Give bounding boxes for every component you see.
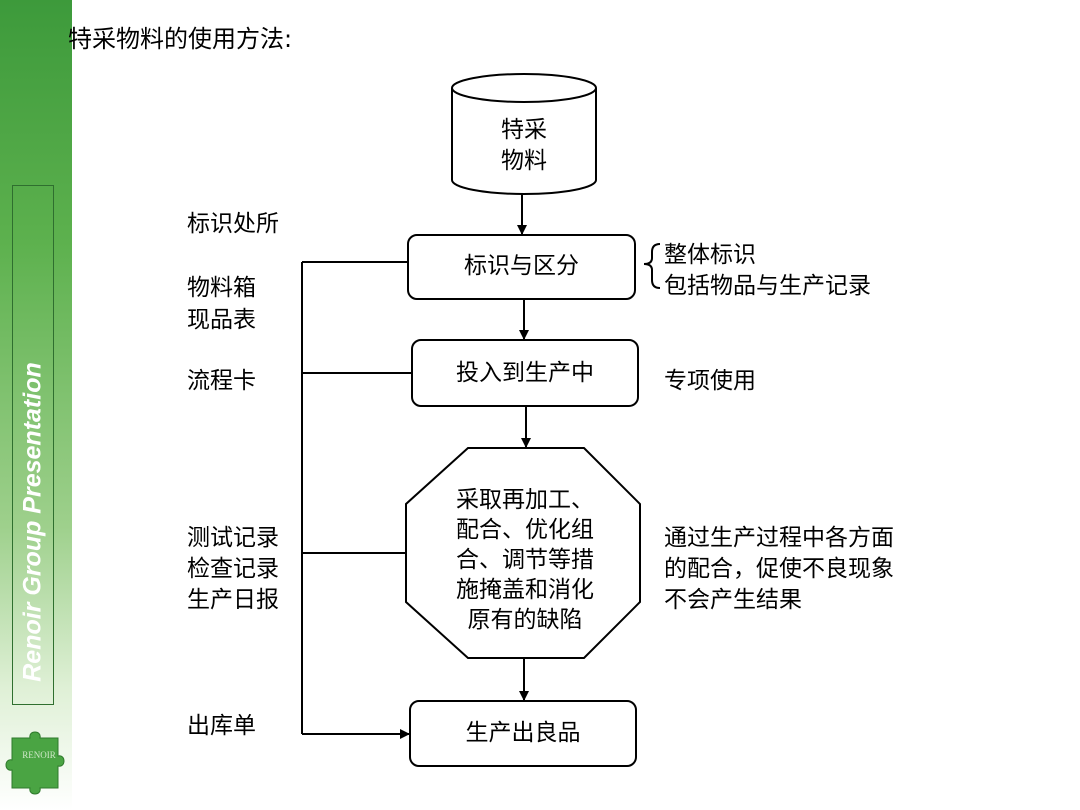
puzzle-logo-icon: RENOIR: [2, 728, 82, 800]
logo-text: RENOIR: [22, 750, 56, 760]
sidebar-frame: [12, 185, 54, 705]
start-node-label: 特采 物料: [501, 117, 547, 174]
brace-mark: [643, 243, 661, 289]
identify-box: [407, 234, 636, 300]
page-title: 特采物料的使用方法:: [68, 25, 293, 53]
start-cylinder: [451, 73, 597, 195]
input-node-label: 投入到生产中: [456, 360, 594, 386]
label-box-table: 物料箱 现品表: [187, 275, 256, 333]
label-location: 标识处所: [187, 211, 279, 237]
rework-node-label: 采取再加工、 配合、优化组 合、调节等措 施掩盖和消化 原有的缺陷: [456, 487, 594, 633]
output-node-label: 生产出良品: [465, 720, 581, 746]
label-flow-card: 流程卡: [187, 368, 256, 394]
output-box: [409, 700, 637, 767]
note-input: 专项使用: [664, 368, 756, 394]
note-rework: 通过生产过程中各方面 的配合，促使不良现象 不会产生结果: [664, 525, 894, 613]
rework-octagon: [405, 447, 641, 659]
identify-node-label: 标识与区分: [464, 253, 579, 279]
label-delivery: 出库单: [187, 713, 256, 739]
note-identify: 整体标识 包括物品与生产记录: [664, 242, 871, 299]
sidebar-band: Renoir Group Presentation: [0, 0, 72, 810]
label-records: 测试记录 检查记录 生产日报: [187, 525, 279, 613]
